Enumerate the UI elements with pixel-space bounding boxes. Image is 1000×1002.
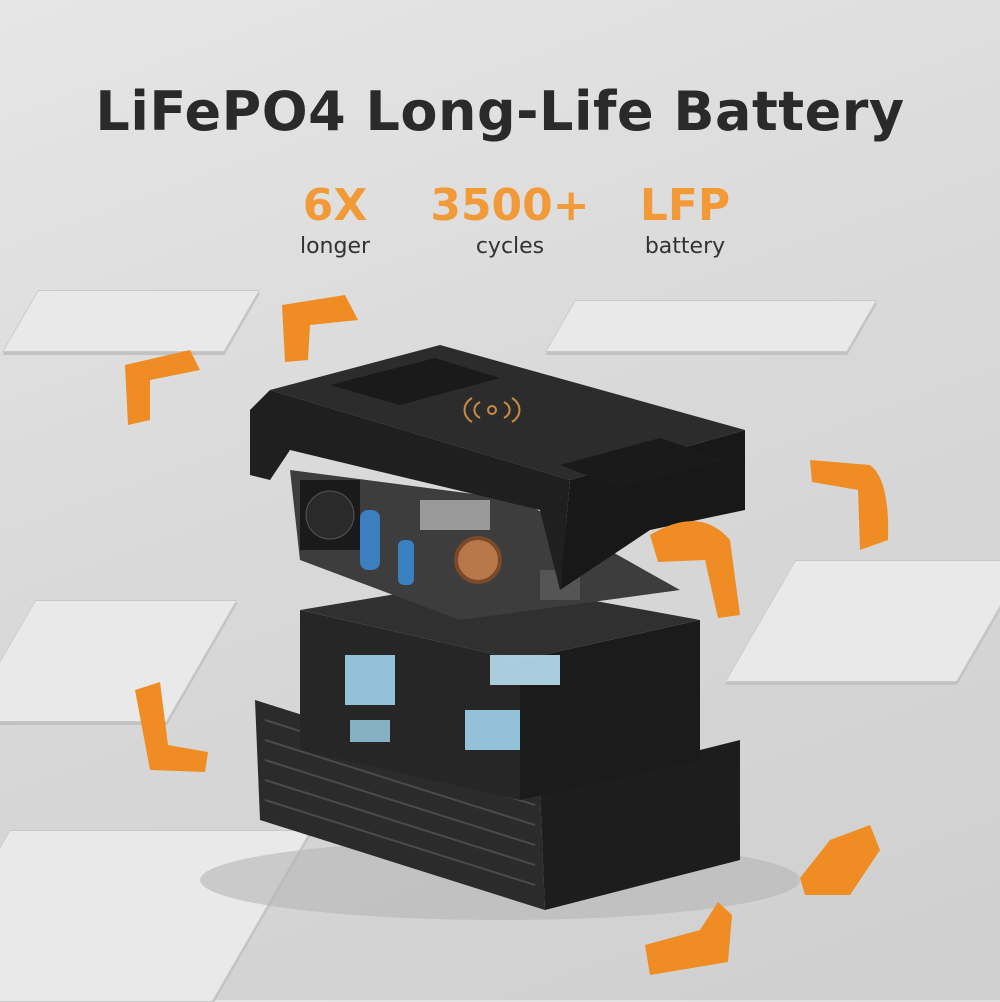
top-lid	[250, 345, 745, 590]
stat-cycles: 3500+ cycles	[425, 180, 595, 260]
stat-battery: LFP battery	[600, 180, 770, 260]
orange-corner-bumpers	[125, 295, 889, 975]
stat-label: battery	[644, 234, 726, 259]
wireless-charging-icon	[463, 397, 521, 423]
page-title: LiFePO4 Long-Life Battery	[95, 80, 905, 143]
stat-longer: 6X longer	[250, 180, 420, 260]
stat-value: 6X	[302, 180, 368, 231]
stat-value: 3500+	[430, 180, 590, 231]
battery-cells	[300, 580, 700, 800]
circuit-board	[290, 470, 680, 620]
stat-label: longer	[299, 234, 371, 259]
stat-value: LFP	[639, 180, 731, 231]
stats-row: 6X longer 3500+ cycles LFP battery	[250, 180, 770, 260]
stat-label: cycles	[475, 234, 545, 259]
